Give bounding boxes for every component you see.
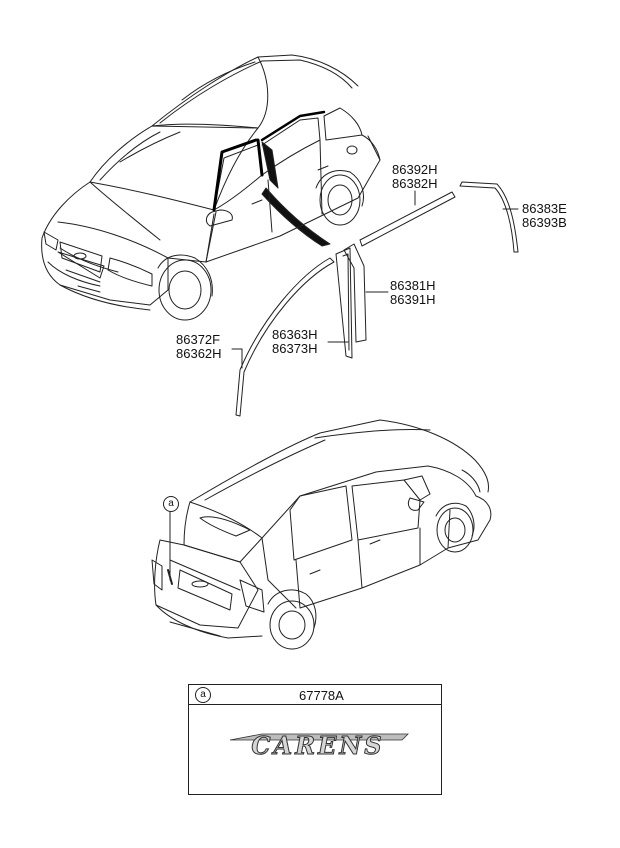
detail-box-header: a 67778A — [189, 685, 441, 705]
center-pillar-trim — [335, 247, 353, 359]
carens-emblem-text: CARENS — [251, 731, 385, 761]
emblem-marker-circle: a — [163, 496, 179, 512]
label-86372f: 86372F — [176, 332, 221, 347]
front-car-illustration — [41, 54, 381, 321]
rear-quarter-trim — [459, 181, 519, 253]
label-86383e: 86383E — [522, 201, 567, 216]
detail-part-number: 67778A — [299, 688, 344, 703]
label-86362h: 86362H — [176, 346, 222, 361]
label-86382h: 86382H — [392, 176, 438, 191]
b-pillar-trim — [343, 243, 367, 343]
leader-lines — [169, 190, 519, 581]
front-pillar-trim — [235, 257, 335, 417]
emblem-detail-box: a 67778A CARENS — [188, 684, 442, 795]
rear-car-illustration — [151, 419, 492, 650]
label-86363h: 86363H — [272, 327, 318, 342]
label-86391h: 86391H — [390, 292, 436, 307]
exploded-trim-parts — [235, 181, 519, 417]
label-86373h: 86373H — [272, 341, 318, 356]
carens-emblem-artwork — [229, 733, 409, 741]
label-86393b: 86393B — [522, 215, 567, 230]
label-86381h: 86381H — [390, 278, 436, 293]
detail-box-marker: a — [195, 687, 211, 703]
label-86392h: 86392H — [392, 162, 438, 177]
upper-door-trim — [359, 191, 456, 247]
